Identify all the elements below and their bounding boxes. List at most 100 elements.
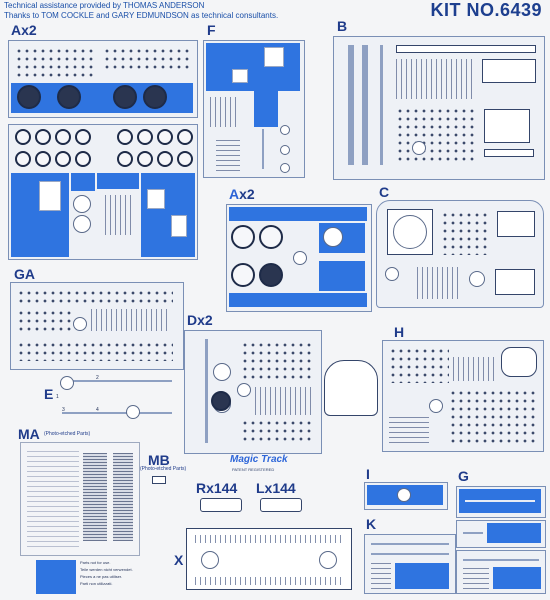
unused-parts-block [487,523,541,543]
unused-parts-band [229,207,367,221]
legend-note-line: Teile werden nicht verwendet. [80,567,133,572]
sprue-label-c: C [379,184,390,200]
rod-part [205,339,208,443]
small-parts [210,97,240,127]
sprue-label-ma: MA [18,426,40,442]
small-parts [241,341,313,381]
engine-grille-part [83,453,107,541]
engine-grille-part [113,453,133,541]
kit-number: KIT NO.6439 [430,0,542,20]
sprue-f-frame [203,40,305,178]
plate-part [497,211,535,237]
sprue-label-mb: MB [148,452,170,468]
road-wheel [177,151,193,167]
ma-subtitle: (Photo-etched Parts) [44,431,91,437]
road-wheel [55,129,71,145]
part-number: 1 [56,394,59,400]
small-parts [396,107,478,163]
road-wheel [15,129,31,145]
rod-part [371,553,449,555]
mb-part [152,476,166,484]
rod-part [380,45,383,165]
small-parts [17,309,73,335]
hull-side-part [348,45,354,165]
small-round-part [280,163,290,173]
rod-part [262,129,264,169]
sprue-label-b: B [337,18,348,34]
small-parts [91,309,171,331]
small-parts [396,59,476,99]
sprue-g-frame-2 [456,520,546,548]
sprue-label-ax2-mid: Ax2 [229,186,255,202]
road-wheel-parts [15,47,95,81]
part-number: 3 [62,407,65,413]
part-number: 2 [96,375,99,381]
sprocket-wheel [211,391,231,411]
sprue-a-mid-frame [226,204,372,312]
sprue-gate [60,376,74,390]
road-wheel [117,129,133,145]
sprue-gate [126,405,140,419]
sprue-label-f: F [207,22,216,38]
road-wheel [137,129,153,145]
small-parts [453,357,497,381]
small-parts [441,211,487,255]
lower-hull-part [186,528,352,590]
unused-parts-block [395,563,449,589]
legend-note-line: Parti non utilizzati. [80,581,113,586]
sprue-c-frame [376,200,544,308]
long-plate-part [484,149,534,157]
road-wheel [35,129,51,145]
part-outline [171,215,187,237]
road-wheel [35,151,51,167]
small-parts [216,137,240,171]
sprocket-wheel [143,85,167,109]
small-parts [463,567,489,589]
road-wheel [75,129,91,145]
unused-parts-block [493,567,541,589]
legend-note-line: Pieces a ne pas utiliser. [80,574,123,579]
idler-part [73,215,91,233]
hull-detail [195,577,343,585]
sprue-gate [385,267,399,281]
idler-part [323,227,343,247]
cupola-part [324,360,378,416]
sprue-ma-fret [20,442,140,556]
hull-side-part [362,45,368,165]
sprue-d-frame [184,330,322,454]
small-parts [103,47,189,73]
sprue-label-lx144: Lx144 [256,480,296,496]
etched-parts [27,449,79,547]
road-wheel [157,151,173,167]
unused-parts-band [229,293,367,307]
sprue-gate [397,488,411,502]
sprue-label-x: X [174,552,184,568]
sprue-g-frame-1 [456,486,546,518]
sprue-label-ga: GA [14,266,35,282]
road-wheel [231,263,255,287]
small-parts [255,387,313,415]
small-parts [241,419,313,445]
part-outline [147,189,165,209]
road-wheel [157,129,173,145]
sprue-label-dx2: Dx2 [187,312,213,328]
credit-line-1: Technical assistance provided by THOMAS … [4,1,205,10]
unused-parts-block [71,173,95,191]
small-parts [371,563,391,589]
sprue-h-frame [382,340,544,452]
sprue-b-frame [333,36,545,180]
sprocket-wheel [259,263,283,287]
sprue-e-runner [62,380,172,382]
sprocket-wheel [57,85,81,109]
hatch-ring-part [393,215,427,249]
hatch-part [501,347,537,377]
hull-hole [201,551,219,569]
small-round-part [280,145,290,155]
sprue-label-k: K [366,516,377,532]
sprue-gate [73,317,87,331]
road-wheel [177,129,193,145]
part-number: 4 [96,407,99,413]
sprue-a-lower-frame [8,124,198,260]
credit-line-2: Thanks to TOM COCKLE and GARY EDMUNDSON … [4,11,279,20]
sprue-ga-frame [10,282,184,370]
